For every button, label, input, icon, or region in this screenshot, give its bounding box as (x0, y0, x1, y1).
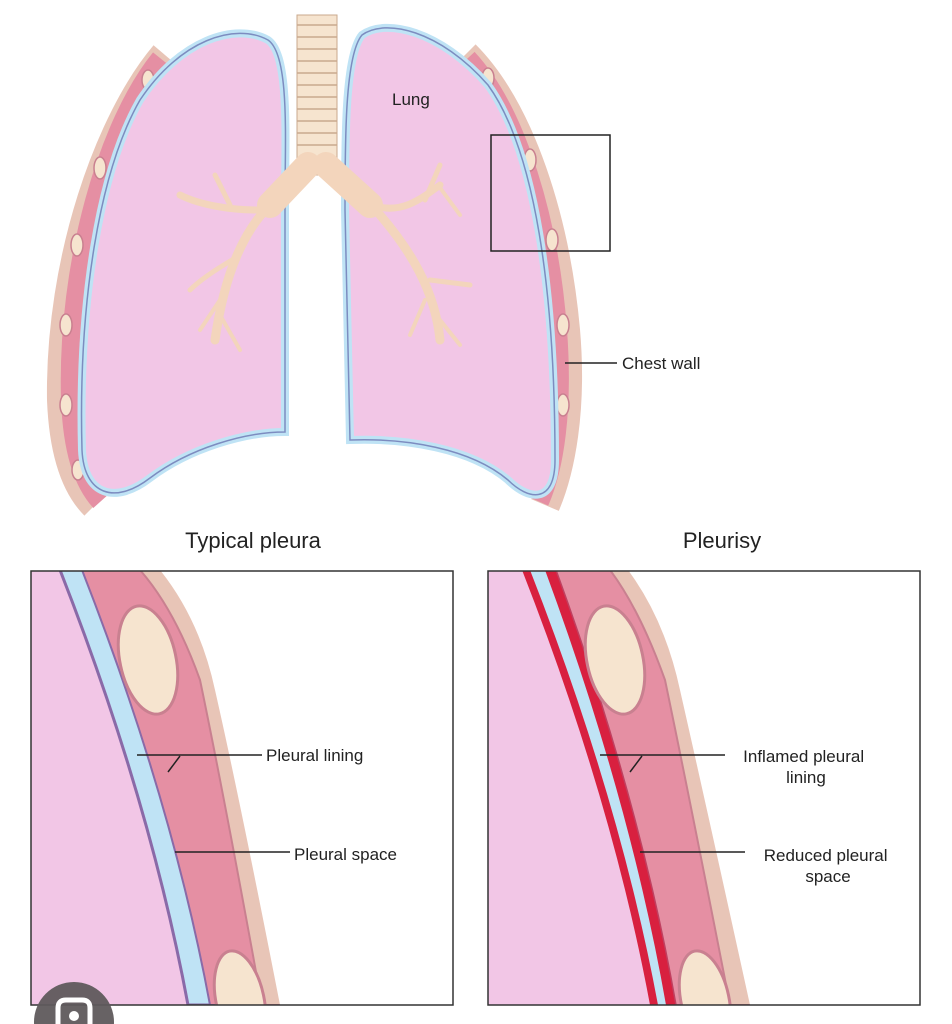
panel-title-typical: Typical pleura (185, 528, 322, 553)
typical-leaders (137, 754, 290, 853)
lung-label: Lung (392, 90, 430, 109)
bronchi (176, 152, 473, 352)
right-lung (340, 23, 560, 499)
chest-wall-label: Chest wall (622, 354, 700, 373)
lens-camera-icon[interactable] (34, 982, 114, 1024)
pleurisy-panel (488, 571, 920, 1005)
left-lung (77, 29, 290, 497)
typical-pleura-panel (31, 571, 453, 1005)
panel-title-pleurisy: Pleurisy (683, 528, 761, 553)
pleural-lining-label: Pleural lining (266, 746, 363, 765)
pleural-space-label: Pleural space (294, 845, 397, 864)
inflamed-lining-label: Inflamed pleural lining (743, 747, 869, 787)
reduced-space-label: Reduced pleural space (764, 846, 893, 886)
pleurisy-leaders (600, 754, 745, 853)
trachea (296, 14, 338, 176)
zoom-region-box (490, 134, 611, 252)
